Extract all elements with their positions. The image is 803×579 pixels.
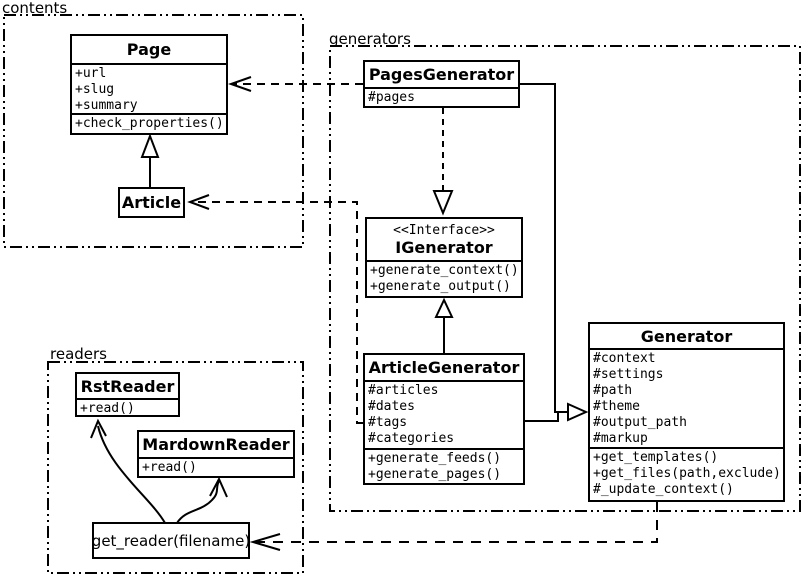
edge-pagesgenerator-to-page xyxy=(227,76,363,92)
edge-articlegenerator-to-article xyxy=(187,194,363,424)
class-box-generator: Generator #context#settings#path#theme#o… xyxy=(588,322,785,502)
member-line: +generate_feeds() xyxy=(368,451,502,466)
class-name-rstreader: RstReader xyxy=(80,376,175,396)
member-line: #articles xyxy=(368,383,439,398)
member-line: #categories xyxy=(368,431,455,446)
package-label-contents: contents xyxy=(2,0,68,17)
class-name-markdownreader: MardownReader xyxy=(142,435,290,454)
class-name-pagesgenerator: PagesGenerator xyxy=(368,65,515,84)
class-box-rstreader: RstReader +read() xyxy=(75,372,180,417)
member-line: #dates xyxy=(368,399,415,414)
member-line: #context xyxy=(593,351,656,366)
class-methods-markdownreader: +read() xyxy=(139,457,293,476)
member-line: +url xyxy=(75,66,107,81)
open-arrowhead-icon xyxy=(227,76,252,92)
hollow-triangle-icon xyxy=(567,402,589,422)
member-line: +check_properties() xyxy=(75,116,224,131)
hollow-triangle-icon xyxy=(434,297,454,318)
open-arrowhead-icon xyxy=(209,476,228,498)
class-name-article: Article xyxy=(121,193,182,212)
class-box-igenerator: <<Interface>> IGenerator +generate_conte… xyxy=(365,217,523,298)
class-methods-articlegenerator: +generate_feeds()+generate_pages() xyxy=(365,448,523,483)
class-name-igenerator: <<Interface>> IGenerator xyxy=(367,219,521,260)
class-attributes-pagesgenerator: #pages xyxy=(365,87,518,106)
package-frame-generators xyxy=(329,45,801,512)
class-name-igenerator-text: IGenerator xyxy=(395,237,493,257)
member-line: #output_path xyxy=(593,415,687,430)
edge-getreader-to-rstreader xyxy=(90,418,166,524)
member-line: +generate_output() xyxy=(370,279,511,294)
package-frame-readers xyxy=(47,361,304,574)
member-line: #theme xyxy=(593,399,640,414)
class-attributes-page: +url+slug+summary xyxy=(72,63,226,113)
member-line: #pages xyxy=(368,90,415,105)
member-line: +get_files(path,exclude) xyxy=(593,466,781,481)
class-box-page: Page +url+slug+summary +check_properties… xyxy=(70,34,228,135)
member-line: #_update_context() xyxy=(593,482,734,497)
edge-generator-to-getreader xyxy=(249,502,658,551)
class-box-markdownreader: MardownReader +read() xyxy=(137,430,295,478)
member-line: +summary xyxy=(75,98,138,113)
class-name-articlegenerator: ArticleGenerator xyxy=(368,358,520,377)
open-arrowhead-icon xyxy=(187,194,210,210)
package-label-generators: generators xyxy=(329,30,411,48)
class-methods-page: +check_properties() xyxy=(72,113,226,132)
hollow-triangle-icon xyxy=(432,190,454,216)
edge-article-to-page xyxy=(140,133,160,187)
function-box-label: get_reader(filename) xyxy=(91,531,251,550)
member-line: #settings xyxy=(593,367,664,382)
edge-getreader-to-markdownreader xyxy=(176,476,228,524)
open-arrowhead-icon xyxy=(249,533,281,551)
class-name-page: Page xyxy=(126,40,172,59)
class-box-pagesgenerator: PagesGenerator #pages xyxy=(363,60,520,108)
function-box-get-reader: get_reader(filename) xyxy=(92,522,250,559)
member-line: #tags xyxy=(368,415,408,430)
member-line: #markup xyxy=(593,431,648,446)
class-name-generator: Generator xyxy=(640,326,733,346)
member-line: #path xyxy=(593,383,633,398)
class-attributes-generator: #context#settings#path#theme#output_path… xyxy=(590,348,783,447)
open-arrowhead-icon xyxy=(90,418,107,439)
interface-stereotype: <<Interface>> xyxy=(393,222,495,238)
class-methods-rstreader: +read() xyxy=(77,398,178,417)
member-line: +slug xyxy=(75,82,115,97)
member-line: +generate_context() xyxy=(370,263,519,278)
package-label-readers: readers xyxy=(50,345,107,363)
class-methods-generator: +get_templates()+get_files(path,exclude)… xyxy=(590,447,783,498)
member-line: +read() xyxy=(142,460,197,475)
edge-pagesgenerator-to-igenerator xyxy=(432,108,454,216)
edge-generators-to-generator xyxy=(520,83,589,422)
member-line: +get_templates() xyxy=(593,450,719,465)
edge-articlegenerator-to-igenerator xyxy=(434,297,454,353)
hollow-triangle-icon xyxy=(140,133,160,158)
class-attributes-articlegenerator: #articles#dates#tags#categories xyxy=(365,380,523,448)
class-box-article: Article xyxy=(118,187,185,218)
class-box-articlegenerator: ArticleGenerator #articles#dates#tags#ca… xyxy=(363,353,525,485)
class-methods-igenerator: +generate_context()+generate_output() xyxy=(367,260,521,295)
member-line: +read() xyxy=(80,401,135,416)
package-frame-contents xyxy=(3,14,304,248)
member-line: +generate_pages() xyxy=(368,467,502,482)
